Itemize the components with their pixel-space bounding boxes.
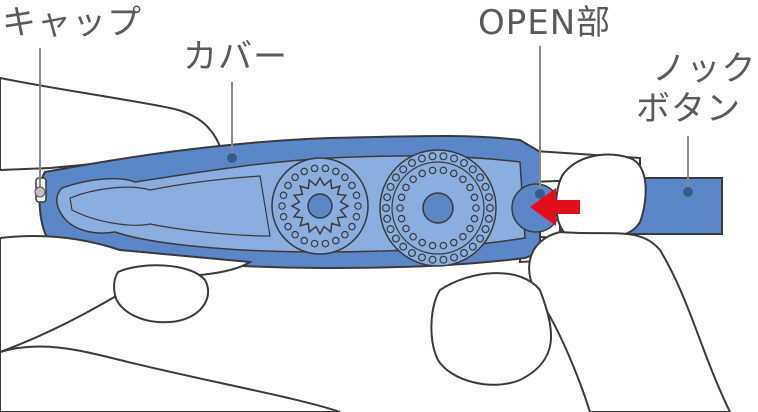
reel-dot <box>348 222 356 231</box>
reel-dot <box>470 193 479 202</box>
reel-dot <box>450 154 459 163</box>
reel-left <box>271 157 369 255</box>
reel-dot <box>460 158 469 167</box>
reel-dot <box>449 238 458 247</box>
reel-dot <box>476 234 485 243</box>
reel-dot <box>466 183 474 192</box>
reel-dot <box>439 152 448 161</box>
reel-dot <box>468 165 477 174</box>
thumb <box>555 153 647 240</box>
reel-dot <box>428 166 437 175</box>
reel-dot <box>284 222 292 231</box>
reel-dot <box>300 167 309 176</box>
reel-dot <box>439 241 448 250</box>
reel-dot <box>466 224 474 233</box>
reel-dot <box>331 167 340 176</box>
reel-dot <box>354 202 362 210</box>
reel-dot <box>486 204 495 213</box>
reel-dot <box>284 181 292 190</box>
label-cap: キャップ <box>2 3 142 43</box>
left-thumb <box>0 345 341 412</box>
reel-dot <box>383 214 392 223</box>
right-finger-bottom <box>430 272 552 386</box>
reel-dot <box>418 238 427 247</box>
reel-dot <box>418 169 427 178</box>
reel-dot <box>341 173 349 182</box>
reel-dot <box>459 232 467 241</box>
reel-dot <box>468 242 477 251</box>
reel-dot <box>341 230 349 239</box>
reel-dot <box>476 173 485 182</box>
reel-dot <box>291 173 299 182</box>
reel-dot <box>391 173 400 182</box>
reel-dot <box>439 166 448 175</box>
reel-dot <box>417 154 426 163</box>
leader-lines <box>39 46 689 194</box>
reel-dot <box>402 224 410 233</box>
reel-dot <box>409 175 417 184</box>
reel-dot <box>310 239 319 248</box>
reel-dot <box>321 239 330 248</box>
reel-dot <box>472 204 480 212</box>
reel-right <box>379 149 497 267</box>
reel-dot <box>481 182 490 191</box>
reel-dot <box>402 183 410 192</box>
leader-dots <box>34 153 693 199</box>
reel-dot <box>383 193 392 202</box>
right-hand-lower <box>528 230 732 412</box>
reel-dot <box>352 212 361 221</box>
label-open: OPEN部 <box>478 3 612 43</box>
label-cover: カバー <box>183 37 288 77</box>
reel-dot <box>386 182 395 191</box>
nib-shape <box>69 175 271 237</box>
reel-dot <box>484 214 493 223</box>
reel-dot <box>450 253 459 262</box>
reel-dot <box>391 234 400 243</box>
reel-dot <box>310 164 319 173</box>
left-hand-top <box>0 76 224 172</box>
reel-dot <box>428 241 437 250</box>
reel-dot <box>481 225 490 234</box>
reel-dot <box>331 236 340 245</box>
reel-dot <box>449 169 458 178</box>
reel-dot <box>484 193 493 202</box>
reel-dot <box>439 255 448 264</box>
reel-dot <box>399 165 408 174</box>
label-knock-line2: ボタン <box>636 89 741 129</box>
reel-dot <box>417 253 426 262</box>
reel-dot <box>470 214 479 223</box>
arrow-icon <box>530 188 580 226</box>
reel-dot <box>397 193 406 202</box>
label-knock-line1: ノック <box>652 49 757 89</box>
reel-dot <box>409 232 417 241</box>
reel-dot <box>352 191 361 200</box>
reel-dot <box>300 236 309 245</box>
reel-dot <box>278 202 286 210</box>
reel-dot <box>408 249 417 258</box>
reel-dot <box>459 175 467 184</box>
reel-dot <box>408 158 417 167</box>
reel-dot <box>397 214 406 223</box>
reel-dot <box>321 164 330 173</box>
reel-dot <box>382 204 391 213</box>
left-finger <box>113 264 210 324</box>
reel-dot <box>460 249 469 258</box>
reel-dot <box>279 212 288 221</box>
reel-dot <box>279 191 288 200</box>
reel-dot <box>396 204 404 212</box>
reel-dot <box>428 152 437 161</box>
reel-dot <box>386 225 395 234</box>
reel-dot <box>399 242 408 251</box>
reel-dot <box>348 181 356 190</box>
reel-dot <box>291 230 299 239</box>
reel-dot <box>428 255 437 264</box>
